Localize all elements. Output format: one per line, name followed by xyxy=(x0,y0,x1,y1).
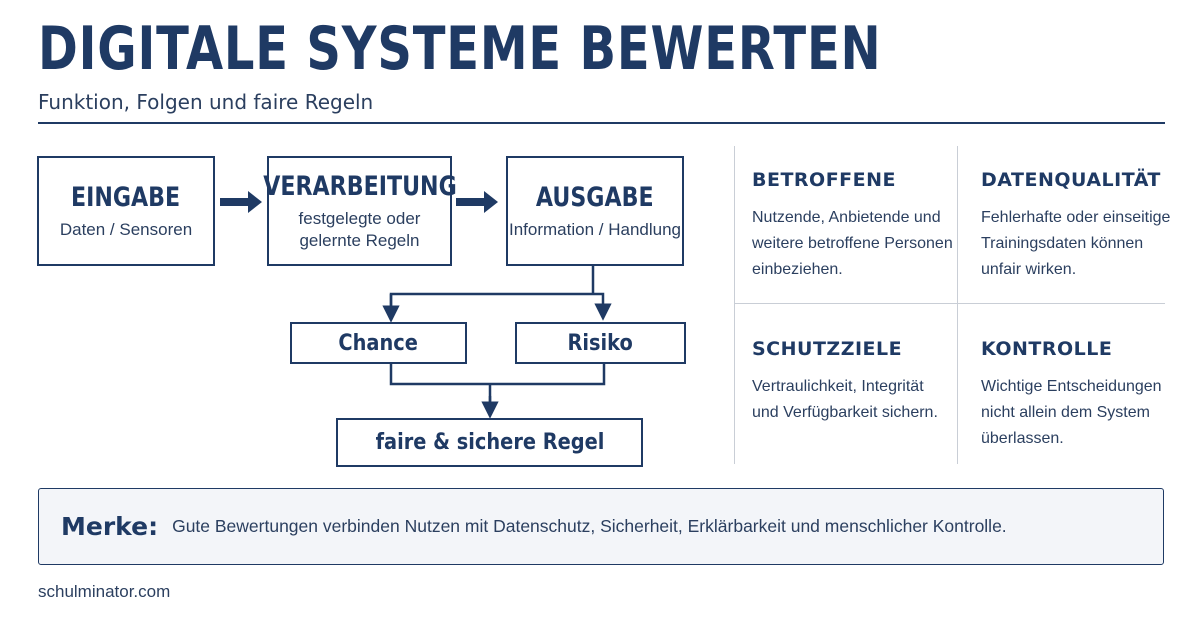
aspect-title: BETROFFENE xyxy=(752,169,897,191)
grid-divider-horizontal xyxy=(734,303,1165,304)
merke-label: Merke: xyxy=(61,512,159,541)
page-title: DIGITALE SYSTEME BEWERTEN xyxy=(38,14,882,84)
aspect-title: KONTROLLE xyxy=(981,338,1113,360)
box-chance: Chance xyxy=(290,322,467,364)
verarbeitung-title: VERARBEITUNG xyxy=(262,170,457,202)
aspect-betroffene: BETROFFENE Nutzende, Anbietende und weit… xyxy=(752,169,953,283)
merge-connector xyxy=(389,364,606,407)
chance-label: Chance xyxy=(338,330,419,356)
box-risiko: Risiko xyxy=(515,322,686,364)
aspect-kontrolle: KONTROLLE Wichtige Entscheidungen nicht … xyxy=(981,338,1162,452)
aspect-text: Fehlerhafte oder einseitige Trainingsdat… xyxy=(981,209,1171,278)
box-regel: faire & sichere Regel xyxy=(336,418,643,467)
regel-label: faire & sichere Regel xyxy=(375,430,604,455)
merke-panel: Merke: Gute Bewertungen verbinden Nutzen… xyxy=(38,488,1164,565)
verarbeitung-text: festgelegte oder gelernte Regeln xyxy=(298,208,421,250)
box-eingabe: EINGABE Daten / Sensoren xyxy=(37,156,215,266)
box-verarbeitung: VERARBEITUNG festgelegte oder gelernte R… xyxy=(263,156,456,266)
page-subtitle: Funktion, Folgen und faire Regeln xyxy=(38,90,374,114)
risiko-label: Risiko xyxy=(567,330,634,356)
arrow-verarbeitung-ausgabe xyxy=(456,191,498,213)
aspect-text: Nutzende, Anbietende und weitere betroff… xyxy=(752,209,953,278)
arrow-eingabe-verarbeitung xyxy=(220,191,262,213)
aspect-title: SCHUTZZIELE xyxy=(752,338,903,360)
aspect-text: Vertraulichkeit, Integrität und Verfügba… xyxy=(752,378,938,421)
eingabe-text: Daten / Sensoren xyxy=(59,219,193,239)
aspect-title: DATENQUALITÄT xyxy=(981,169,1161,191)
aspect-schutzziele: SCHUTZZIELE Vertraulichkeit, Integrität … xyxy=(752,338,938,426)
title-divider xyxy=(38,122,1165,124)
aspect-text: Wichtige Entscheidungen nicht allein dem… xyxy=(981,378,1162,447)
ausgabe-text: Information / Handlung xyxy=(509,219,681,239)
box-ausgabe: AUSGABE Information / Handlung xyxy=(506,156,684,266)
footer-source: schulminator.com xyxy=(38,582,171,601)
flow-connectors xyxy=(220,191,700,419)
merke-text: Gute Bewertungen verbinden Nutzen mit Da… xyxy=(172,516,1007,536)
grid-divider-left xyxy=(734,146,735,464)
eingabe-title: EINGABE xyxy=(71,181,181,213)
aspect-datenqualitaet: DATENQUALITÄT Fehlerhafte oder einseitig… xyxy=(981,169,1170,283)
split-connector xyxy=(389,266,603,312)
grid-divider-middle xyxy=(957,146,958,464)
ausgabe-title: AUSGABE xyxy=(536,181,654,213)
